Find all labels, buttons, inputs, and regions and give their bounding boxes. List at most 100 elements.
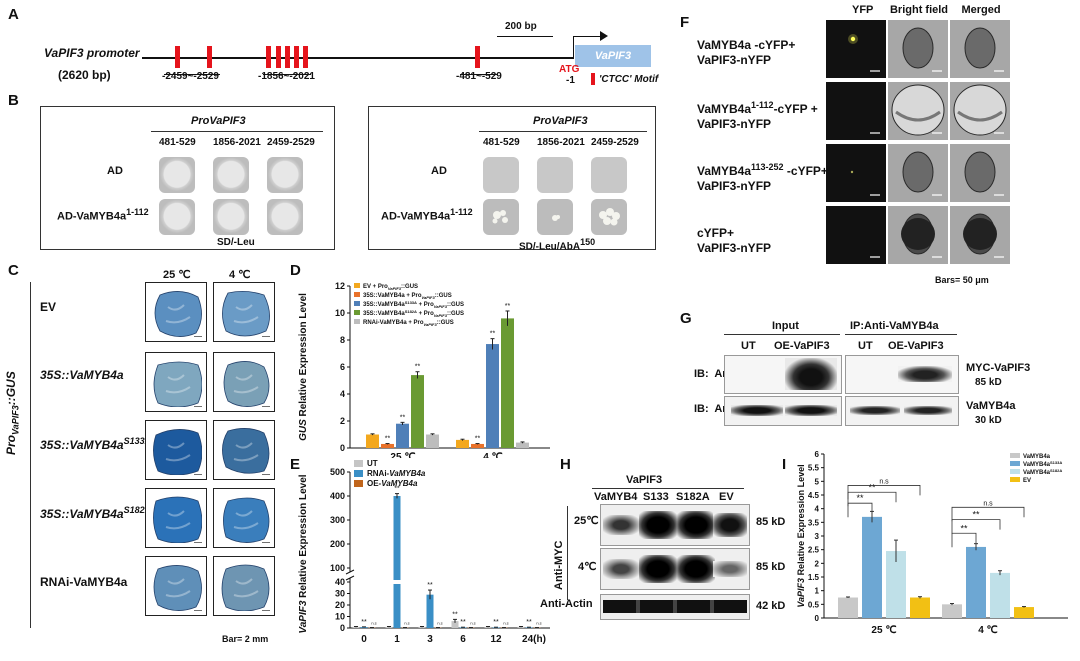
yfp-signal xyxy=(850,170,854,174)
protoplast-icon xyxy=(964,27,1004,72)
bar xyxy=(360,627,368,628)
atg-position: -1 xyxy=(566,75,575,86)
leaf-disc-texture xyxy=(233,374,259,394)
bar xyxy=(352,626,360,628)
leaf-disc-texture xyxy=(233,442,259,462)
protoplast-shape xyxy=(953,84,1007,136)
significance-label: n.s xyxy=(879,478,889,485)
blot-band xyxy=(639,511,677,539)
legend-label: EV + ProVaPIF3::GUS xyxy=(363,284,418,291)
y-tick-label: 6 xyxy=(340,362,345,372)
panel-label-h: H xyxy=(560,456,571,473)
leaf-disc-texture xyxy=(165,374,191,394)
bar xyxy=(381,443,394,448)
protoplast-icon xyxy=(870,132,880,134)
y-tick-label: 4.5 xyxy=(808,491,820,500)
y1h-title: ProVaPIF3 xyxy=(191,115,246,127)
leaf-disc-texture xyxy=(165,510,191,530)
legend-text-part: RNAi-VaMYB4a + Pro xyxy=(363,320,424,326)
gus-stain-tile xyxy=(145,352,207,412)
legend-text-part: S182A xyxy=(405,309,417,314)
bar xyxy=(426,434,439,448)
blot-strip xyxy=(845,355,959,394)
significance-label: ** xyxy=(490,331,496,338)
legend-text-part: VaPIF3 xyxy=(434,313,448,318)
leaf-disc-texture xyxy=(233,578,259,598)
leaf-disc-shape xyxy=(223,497,270,543)
y1h-rule xyxy=(151,131,323,132)
legend-swatch xyxy=(1010,477,1020,482)
protoplast-shape xyxy=(964,27,996,69)
significance-bracket xyxy=(951,506,1025,522)
significance-label: ** xyxy=(400,414,406,421)
bar xyxy=(366,434,379,448)
leaf-disc-icon xyxy=(223,361,270,407)
legend-swatch xyxy=(1010,453,1020,458)
blot-row-label: 4℃ xyxy=(578,561,597,573)
yeast-colony xyxy=(159,199,195,235)
promoter-label: VaPIF3 promoter xyxy=(44,46,140,60)
blot-band xyxy=(904,406,952,415)
band-label: VaMYB4a xyxy=(966,400,1016,412)
bifc-micrograph xyxy=(888,20,948,78)
y-tick-label: 500 xyxy=(330,467,345,477)
y1h-col: 481-529 xyxy=(483,137,520,148)
legend-swatch xyxy=(354,460,363,467)
bifc-micrograph xyxy=(826,144,886,202)
blot-strip xyxy=(724,396,842,426)
yeast-colony xyxy=(267,157,303,193)
gus-stain-tile xyxy=(145,488,207,548)
legend-text-part: ::GUS xyxy=(447,311,464,317)
legend-text-part: S182A xyxy=(1050,468,1062,473)
bifc-micrograph xyxy=(950,144,1010,202)
y-tick-label: 5.5 xyxy=(808,464,820,473)
blot-band xyxy=(713,513,747,537)
leaf-disc-shape xyxy=(222,291,270,337)
significance-label: n.s xyxy=(404,621,409,626)
band-size: 42 kD xyxy=(756,600,786,612)
ctcc-motif-mark xyxy=(276,46,281,68)
y-tick-label: 5 xyxy=(815,477,820,486)
legend-text-part: VaMYB4a xyxy=(1023,462,1051,468)
blot-rule xyxy=(724,334,840,335)
yeast-colony xyxy=(267,199,303,235)
leaf-disc-icon xyxy=(153,361,202,407)
significance-label: ** xyxy=(427,582,433,589)
significance-label: ** xyxy=(505,303,511,310)
significance-label: ** xyxy=(394,486,400,493)
bifc-micrograph xyxy=(888,206,948,264)
gus-row-label: RNAi-VaMYB4a xyxy=(40,575,128,589)
legend-swatch xyxy=(354,480,363,487)
legend-text-part: EV + Pro xyxy=(363,284,388,290)
legend-text-part: + Pro xyxy=(417,302,434,308)
yeast-spot-empty xyxy=(537,157,573,193)
blot-row-label: 25℃ xyxy=(574,515,599,527)
y1h-left-box: ProVaPIF3 481-529 1856-2021 2459-2529 AD… xyxy=(40,106,335,250)
y-tick-label: 6 xyxy=(815,450,820,459)
significance-label: ** xyxy=(856,493,864,503)
significance-label: n.s xyxy=(371,621,376,626)
site-label: -481~-529 xyxy=(456,71,502,82)
y1h-col: 2459-2529 xyxy=(591,137,639,148)
yeast-colony xyxy=(159,157,195,193)
bifc-micrograph xyxy=(826,20,886,78)
y1h-right-box: ProVaPIF3 481-529 1856-2021 2459-2529 AD… xyxy=(368,106,656,252)
lane-label: S133 xyxy=(643,491,669,503)
lane-label: VaMYB4 xyxy=(594,491,638,503)
blot-band xyxy=(713,561,747,577)
bar xyxy=(492,627,500,628)
legend-swatch xyxy=(354,283,360,288)
blot-band xyxy=(785,358,837,390)
protoplast-icon xyxy=(848,34,880,72)
legend-text-part: VaPIF3 xyxy=(422,295,436,300)
gus-row-label: 35S::VaMYB4a xyxy=(40,368,124,382)
x-tick-label: 25 ℃ xyxy=(871,625,896,636)
significance-bracket xyxy=(951,532,977,548)
arrow-right-icon xyxy=(600,31,608,41)
temp-header: 25 ℃ xyxy=(163,269,191,281)
legend-text-part: ::GUS xyxy=(435,293,452,299)
legend-text-part: OE- xyxy=(367,479,382,488)
